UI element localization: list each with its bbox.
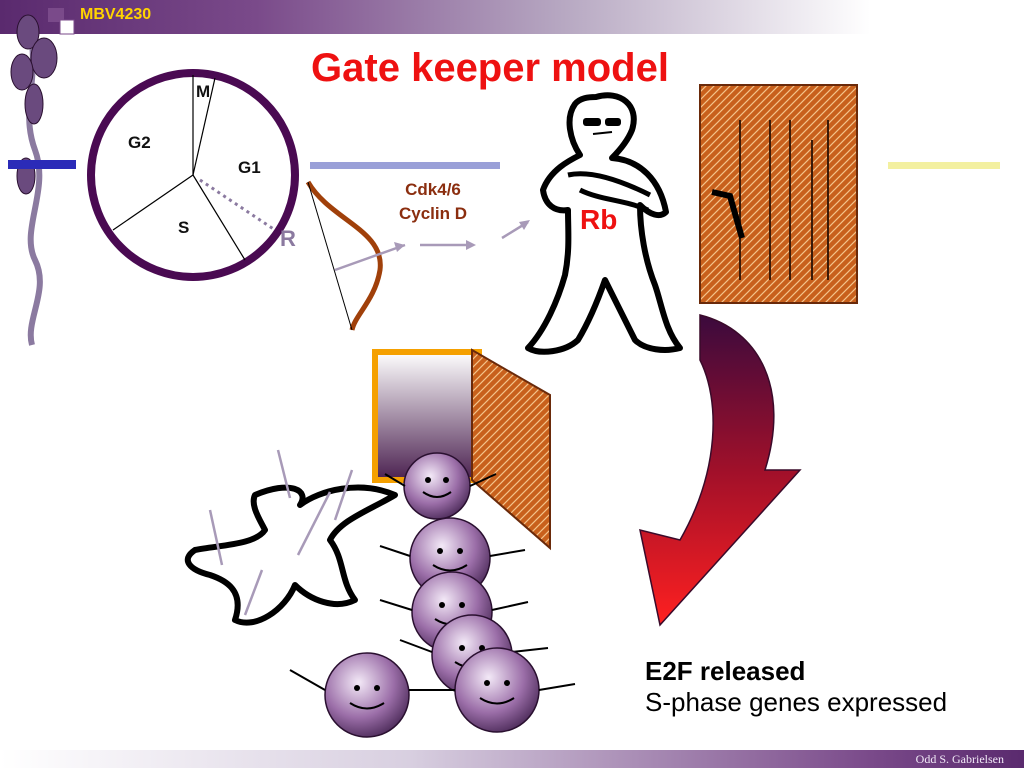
e2f-face: [384, 452, 497, 520]
restriction-point-label: R: [280, 226, 296, 251]
footer-bar: [0, 750, 1024, 768]
phase-g2-label: G2: [128, 133, 151, 152]
e2f-subtext: S-phase genes expressed: [645, 687, 948, 717]
e2f-face: [430, 647, 576, 733]
dna-region: [184, 449, 398, 626]
cdk-label: Cdk4/6 Cyclin D: [378, 178, 488, 226]
footer-author: Odd S. Gabrielsen: [915, 752, 1004, 766]
brand-label: MBV4230: [80, 6, 152, 23]
rb-label: Rb: [580, 204, 618, 235]
phase-g1-label: G1: [238, 158, 261, 177]
cdk-line-1: Cdk4/6: [405, 180, 461, 199]
e2f-molecules: [289, 452, 576, 738]
cell-cycle-wheel: [87, 69, 299, 281]
phase-s-label: S: [178, 218, 190, 237]
e2f-heading: E2F released: [645, 656, 806, 686]
decorative-rule: [8, 160, 1000, 169]
release-arrow: [639, 314, 802, 627]
cyclin-curve: [305, 180, 530, 331]
brick-gate-closed: [699, 84, 858, 304]
result-text: E2F released S-phase genes expressed: [645, 656, 947, 718]
header-bar: [0, 0, 1024, 34]
e2f-face: [289, 652, 440, 738]
open-gate: [372, 348, 551, 551]
decorative-strand: [10, 8, 75, 346]
phase-m-label: M: [196, 82, 211, 101]
cdk-line-2: Cyclin D: [398, 204, 468, 223]
rb-guard-figure: [525, 92, 683, 355]
slide-title: Gate keeper model: [311, 46, 669, 90]
